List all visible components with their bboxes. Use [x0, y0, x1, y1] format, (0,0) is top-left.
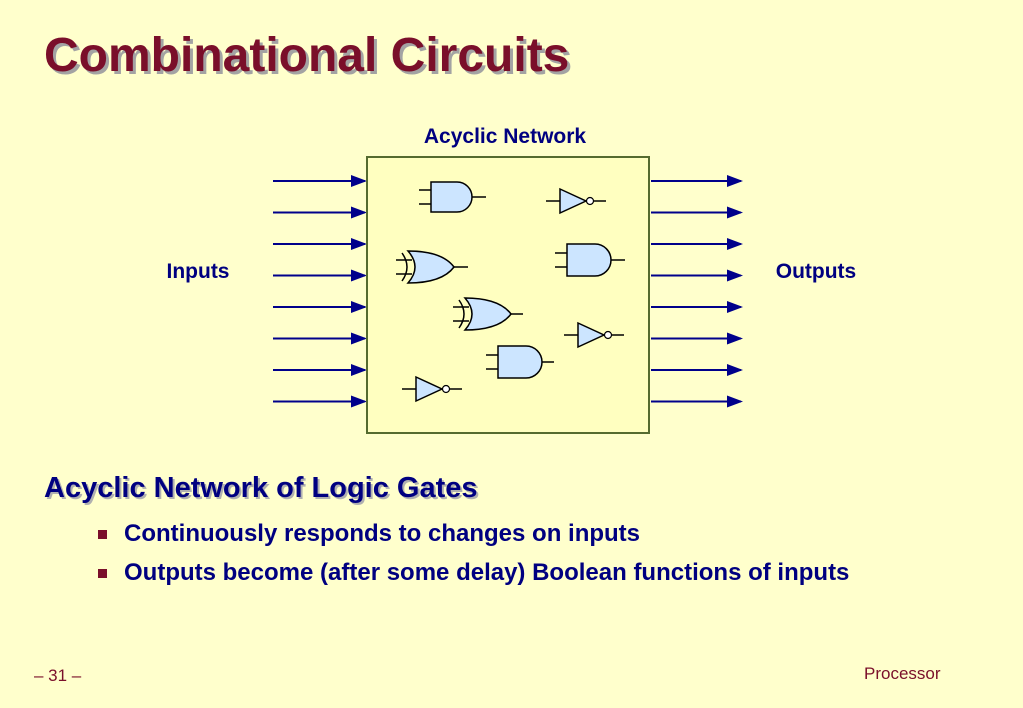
or-gate [396, 250, 468, 284]
and-gate [555, 243, 625, 277]
course-name: Processor [864, 664, 941, 683]
bullet-item: Outputs become (after some delay) Boolea… [98, 557, 898, 589]
or-gate [453, 297, 523, 331]
slide-title: Combinational Circuits [44, 29, 570, 82]
output-lines [651, 175, 743, 408]
inputs-label: Inputs [167, 260, 230, 283]
not-gate [564, 321, 624, 349]
page-number: – 31 – [34, 666, 82, 685]
bullet-text: Continuously responds to changes on inpu… [124, 520, 641, 547]
not-gate [546, 187, 606, 215]
square-bullet-icon [98, 569, 107, 578]
input-lines [273, 175, 367, 408]
section-heading: Acyclic Network of Logic Gates [44, 472, 478, 504]
square-bullet-icon [98, 530, 107, 539]
and-gate [486, 345, 554, 379]
outputs-label: Outputs [776, 260, 856, 283]
bullet-text: Outputs become (after some delay) Boolea… [124, 559, 850, 586]
network-label: Acyclic Network [424, 125, 587, 148]
and-gate [419, 181, 486, 213]
bullet-list: Continuously responds to changes on inpu… [98, 518, 898, 596]
not-gate [402, 375, 462, 403]
acyclic-network-box [366, 156, 650, 434]
bullet-item: Continuously responds to changes on inpu… [98, 518, 898, 550]
